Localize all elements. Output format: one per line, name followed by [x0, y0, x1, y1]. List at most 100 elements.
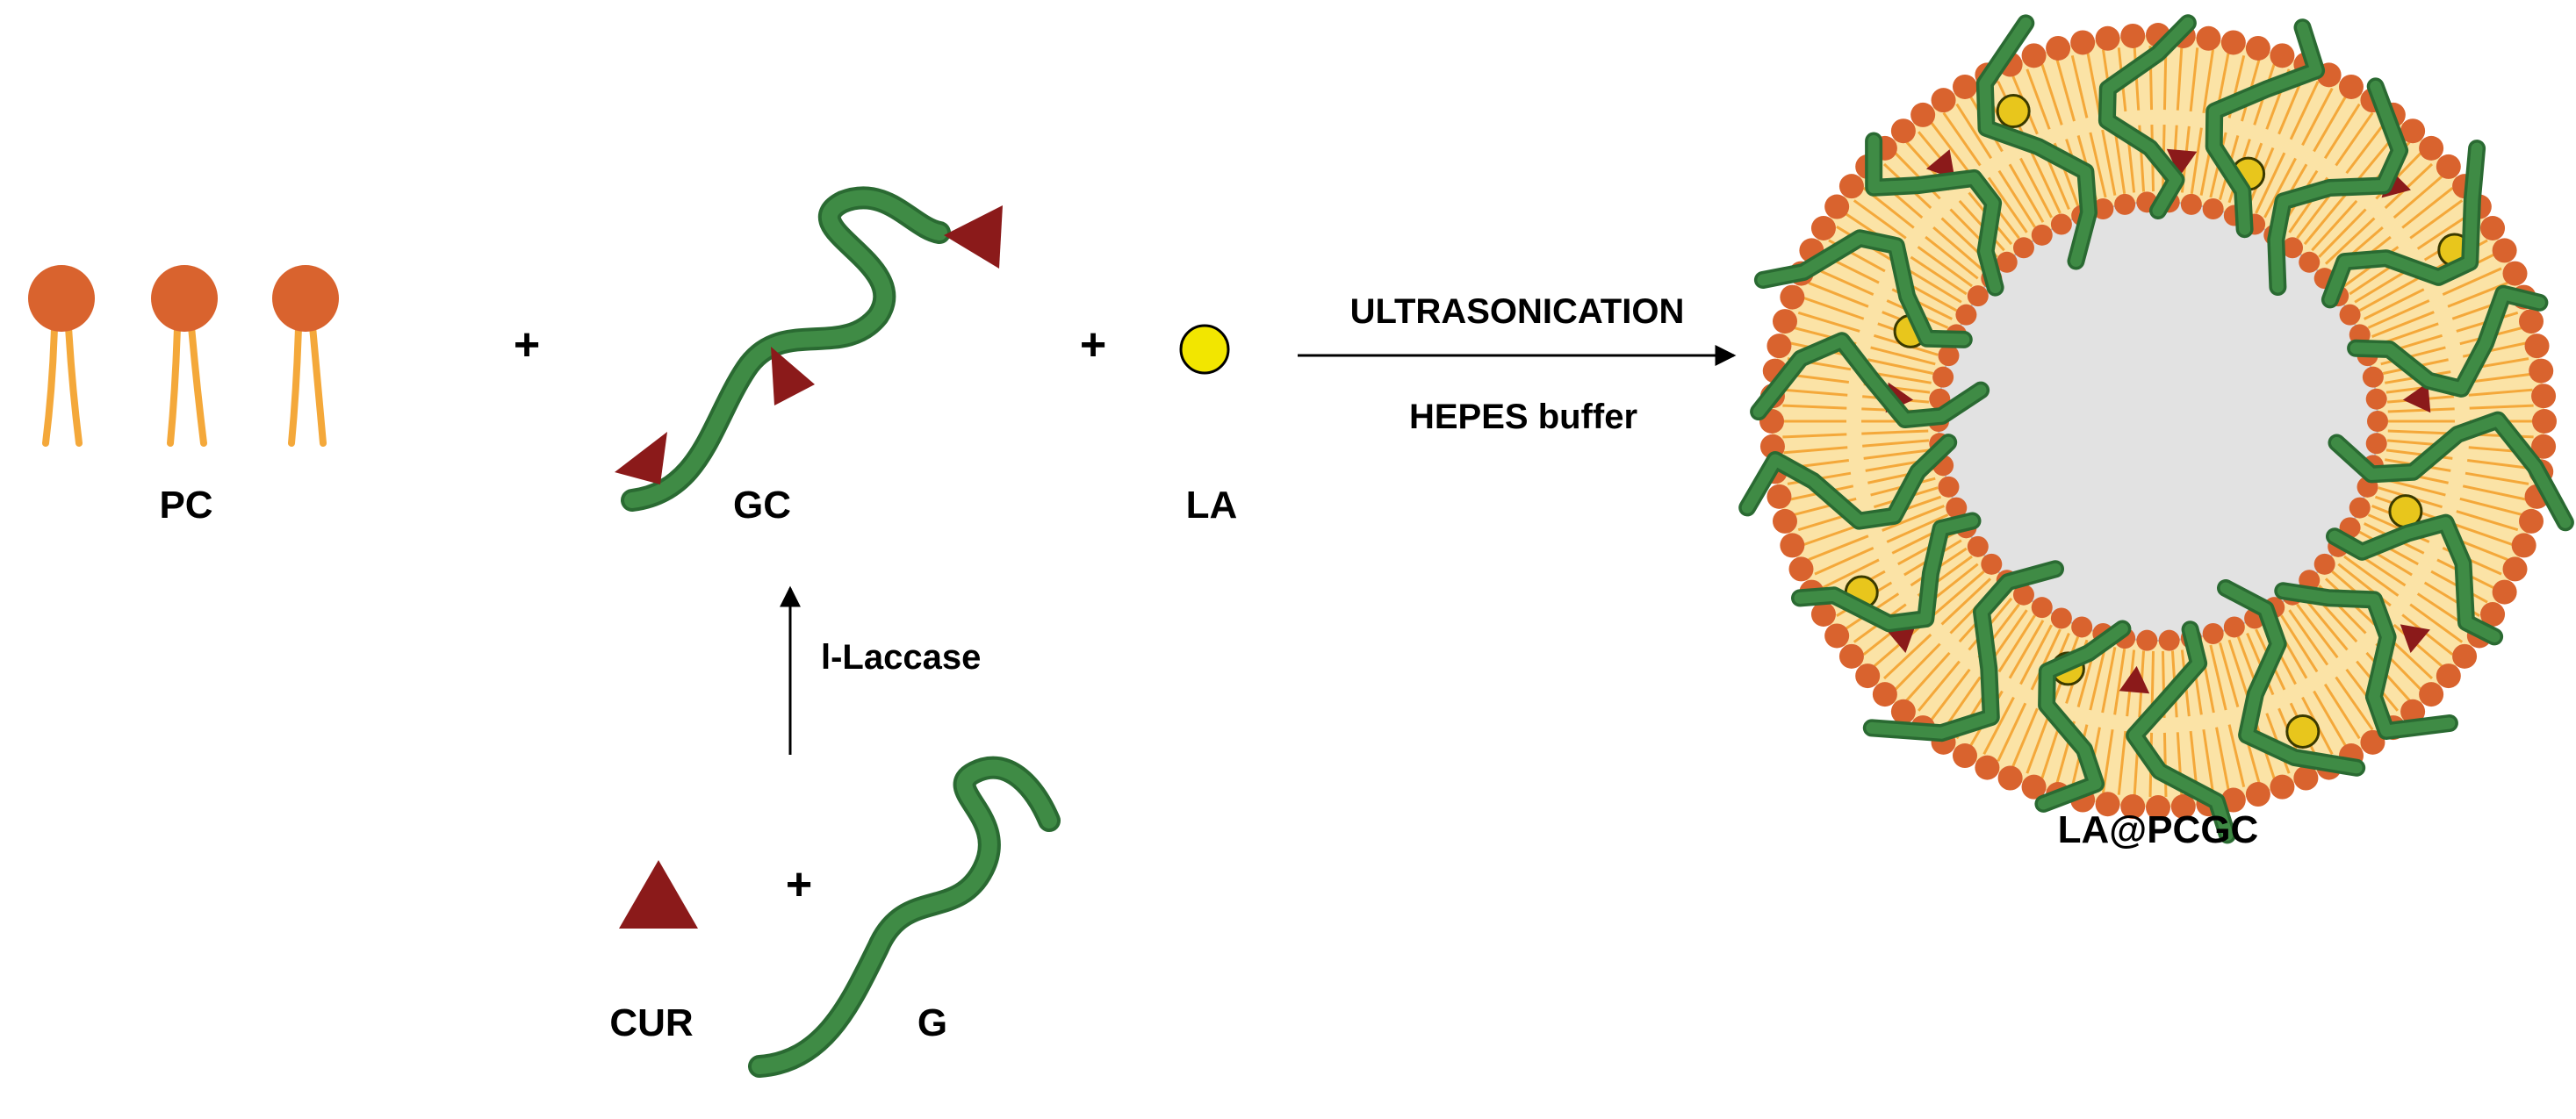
cur-label: CUR	[609, 1001, 693, 1044]
lipid-tail	[2113, 648, 2126, 715]
lipid-head	[2012, 237, 2034, 259]
lipid-tail	[2409, 603, 2464, 643]
lipid-head	[2202, 623, 2224, 645]
lipid-head	[2299, 251, 2321, 273]
curcumin-triangle-icon	[619, 860, 698, 929]
lipid-head	[1967, 285, 1989, 307]
lipid-head	[1780, 533, 1805, 558]
lipid-head	[1981, 553, 2003, 575]
lipid-tail	[2416, 212, 2472, 250]
lipid-head	[2339, 74, 2364, 99]
lipid-head	[1838, 174, 1864, 199]
lipid-head	[1890, 699, 1916, 724]
lipid-head	[2400, 699, 2426, 724]
lipid-head	[1824, 623, 1850, 649]
lipid-tail	[1882, 633, 1932, 680]
lipid-tail	[2215, 727, 2230, 791]
gelatin-chain	[2220, 582, 2363, 774]
gelatin-chain	[1794, 515, 1978, 629]
curcumin-triangle-icon	[615, 432, 667, 484]
lipid-tail	[2113, 127, 2126, 195]
lipid-head	[2502, 556, 2528, 582]
lipid-head	[2519, 309, 2544, 334]
gc-gelatin-chain-icon	[615, 186, 1003, 512]
lipid-head	[2031, 597, 2053, 619]
gelatin-chain	[2128, 623, 2234, 841]
lipid-tail	[2086, 52, 2101, 116]
lipid-head	[2419, 135, 2444, 161]
lipoic-acid-circle-icon	[2285, 714, 2321, 749]
lipid-head	[1997, 765, 2023, 791]
lipid-head	[2480, 216, 2506, 240]
lipid-tail	[2026, 68, 2051, 130]
lipid-head	[2146, 795, 2170, 820]
lipid-tail	[1982, 696, 2015, 755]
lipid-head	[2196, 25, 2221, 51]
lipid-tail	[1782, 404, 1847, 410]
lipid-tail	[2401, 613, 2454, 656]
curcumin-triangle-icon	[771, 347, 815, 405]
lipid-head	[2120, 794, 2146, 820]
lipid-head	[2092, 197, 2114, 219]
hepes-buffer-label: HEPES buffer	[1409, 398, 1637, 436]
lipid-tail	[1867, 358, 1934, 375]
lipid-head	[2452, 643, 2478, 669]
lipid-head	[1767, 484, 1792, 509]
lipid-tail	[2008, 163, 2045, 223]
lipid-head	[1772, 508, 1797, 534]
gelatin-chain	[2270, 80, 2406, 293]
lipid-tail	[2343, 555, 2400, 597]
lipid-head	[1810, 602, 1836, 627]
lipid-head	[2480, 602, 2506, 627]
lipid-head	[1975, 755, 2000, 780]
lipid-head	[2136, 629, 2158, 651]
lipid-head	[2202, 197, 2224, 219]
lipid-head	[2071, 616, 2093, 638]
lipid-head	[2365, 433, 2387, 455]
lipid-tail	[1903, 266, 1962, 304]
curcumin-triangle-icon	[2400, 624, 2430, 653]
lipid-tail	[2371, 311, 2435, 338]
lipid-tail	[2089, 644, 2107, 711]
gc-label: GC	[733, 484, 791, 527]
lipid-tail	[1783, 388, 1848, 397]
pc-phospholipid-group	[28, 265, 339, 447]
lipid-head	[2339, 304, 2361, 326]
lipid-tail	[1925, 235, 1979, 280]
lipid-tail	[2202, 728, 2215, 793]
lipid-tail	[2301, 88, 2334, 147]
phospholipid-icon	[151, 265, 218, 447]
lipid-tail	[2019, 157, 2053, 219]
lipid-tail	[1861, 429, 1929, 435]
gelatin-chain	[1752, 334, 1987, 426]
lipid-tail	[1932, 570, 1985, 616]
lipid-tail	[2467, 459, 2531, 470]
lipid-tail	[1886, 513, 1949, 543]
gelatin-chain	[1979, 17, 2095, 267]
lipid-tail	[1997, 614, 2036, 673]
lipid-tail	[1918, 660, 1961, 712]
lipid-head	[1767, 334, 1792, 359]
lipid-tail	[1942, 676, 1982, 731]
lipid-head	[2223, 616, 2245, 638]
lipid-head	[2400, 118, 2426, 144]
lipid-head	[2270, 43, 2295, 68]
lipid-tail	[1797, 311, 1860, 333]
lipid-head	[2070, 30, 2096, 55]
lipid-tail	[2089, 132, 2107, 198]
lipid-tail	[2409, 199, 2464, 240]
lipid-tail	[2323, 683, 2361, 740]
lipid-tail	[2288, 609, 2329, 666]
lipid-head	[2313, 553, 2335, 575]
lipid-tail	[2456, 510, 2519, 532]
lipid-tail	[2323, 103, 2361, 160]
lipid-tail	[2393, 175, 2443, 219]
plus-sign: +	[1080, 319, 1106, 370]
liposome-gelatin-layer	[1738, 14, 2574, 844]
lipid-tail	[2101, 129, 2117, 196]
lipid-tail	[1940, 577, 1992, 626]
la-label: LA	[1186, 484, 1238, 527]
lipid-tail	[2335, 111, 2374, 167]
lipid-head	[1931, 88, 1956, 113]
